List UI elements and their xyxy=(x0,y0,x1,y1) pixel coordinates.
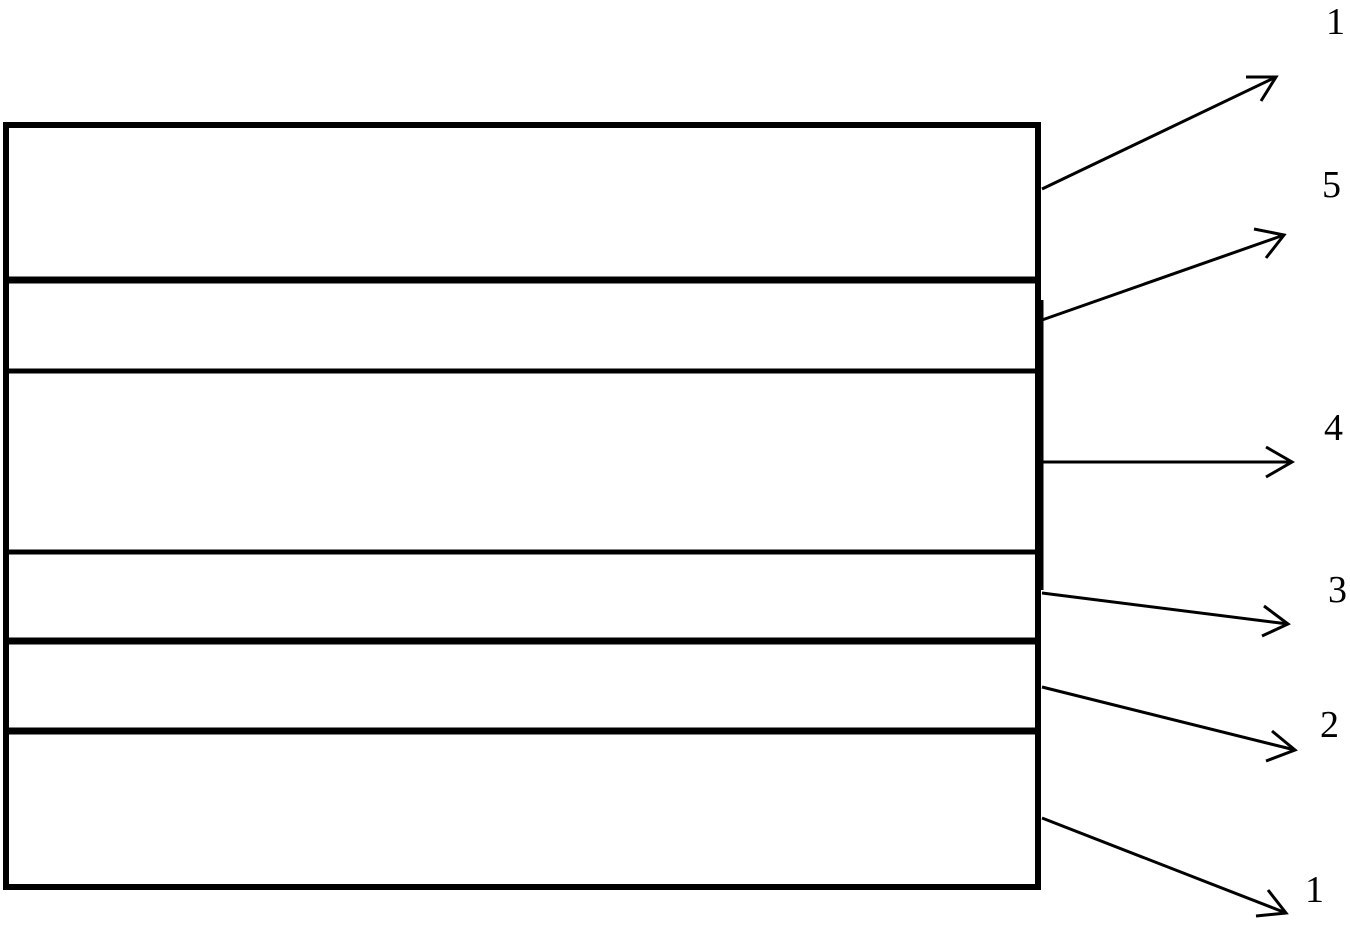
callout-label-layer-2: 2 xyxy=(1320,704,1339,746)
callout-label-layer-3: 3 xyxy=(1328,569,1347,611)
callout-label-layer-4: 4 xyxy=(1324,407,1343,449)
callout-label-top: 1 xyxy=(1326,1,1345,43)
callout-arrow-bottom xyxy=(1041,816,1289,918)
callout-arrow-layer-3 xyxy=(1041,591,1291,638)
stack-outline xyxy=(3,122,1041,890)
callout-label-layer-5: 5 xyxy=(1322,164,1341,206)
callout-arrow-layer-5 xyxy=(1041,227,1287,322)
callout-arrow-top xyxy=(1041,75,1279,191)
callout-arrow-layer-4 xyxy=(1042,445,1296,479)
callout-arrow-layer-2 xyxy=(1041,685,1298,763)
callout-label-bottom: 1 xyxy=(1305,869,1324,911)
